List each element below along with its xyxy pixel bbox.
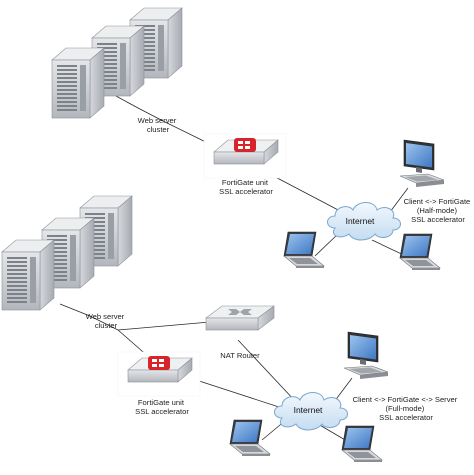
top-fortigate-unit <box>203 133 287 179</box>
bottom-nat-router-label: NAT Router <box>220 351 260 360</box>
top-web-server-cluster <box>51 7 183 119</box>
server-icon <box>1 239 55 311</box>
bottom-client-label: Client <-> FortiGate <-> Server (Full-mo… <box>353 395 460 422</box>
top-internet-label: Internet <box>346 216 375 226</box>
bottom-fortigate-label: FortiGate unit SSL accelerator <box>135 398 189 416</box>
bottom-server-bus <box>59 303 119 331</box>
bottom-cluster-to-router <box>117 321 211 331</box>
top-desktop-client-icon <box>399 139 445 188</box>
bottom-web-server-cluster <box>1 195 133 311</box>
top-server-bus <box>115 95 166 123</box>
top-client-label: Client <-> FortiGate (Half-mode) SSL acc… <box>404 197 473 224</box>
bottom-laptop-right-icon <box>341 425 383 463</box>
top-web-cluster-label: Web server cluster <box>138 116 179 134</box>
bottom-internet-label: Internet <box>294 405 323 415</box>
router-icon <box>205 305 275 331</box>
bottom-nat-router <box>205 305 275 331</box>
bottom-fortigate-to-internet <box>189 377 283 409</box>
bottom-internet-to-desktop <box>333 377 353 403</box>
bottom-web-cluster-label: Web server cluster <box>86 312 127 330</box>
bottom-router-to-internet <box>237 339 297 403</box>
bottom-fortigate-unit <box>117 351 201 397</box>
top-laptop-left-icon <box>283 231 325 269</box>
top-internet-to-desktop <box>389 187 409 213</box>
top-laptop-right-icon <box>399 233 441 271</box>
bottom-desktop-client-icon <box>343 331 389 380</box>
server-icon <box>51 47 105 119</box>
top-fortigate-label: FortiGate unit SSL accelerator <box>219 178 273 196</box>
